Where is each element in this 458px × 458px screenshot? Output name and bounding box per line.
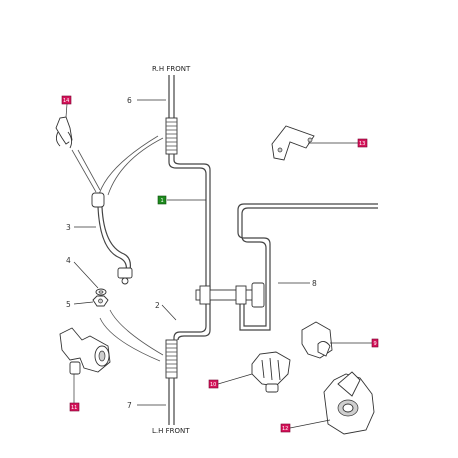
callout-11-badge: 11	[69, 402, 80, 412]
front-hose-lh	[165, 339, 178, 425]
clip-part-14	[55, 116, 101, 193]
callout-10: 10	[210, 382, 216, 388]
callout-13-badge: 13	[357, 138, 368, 148]
bracket-13	[271, 125, 315, 161]
clip-part-12	[323, 371, 375, 435]
grommet-10	[251, 351, 291, 393]
callout-8: 8	[312, 279, 317, 288]
clip-part-11	[59, 327, 111, 375]
brake-pipe-1	[168, 154, 207, 290]
brake-pipe-8	[237, 203, 378, 331]
callout-9-badge: 9	[371, 338, 379, 348]
washer-4	[95, 288, 107, 296]
callout-6: 6	[127, 96, 132, 105]
callout-10-badge: 10	[208, 379, 219, 389]
callout-2: 2	[155, 301, 160, 310]
rh-front-label: R.H FRONT	[152, 65, 191, 73]
callout-5: 5	[66, 300, 71, 309]
callout-11: 11	[71, 405, 77, 411]
callout-1-badge: 1	[157, 195, 167, 205]
callout-9: 9	[374, 341, 377, 347]
callout-13: 13	[359, 141, 365, 147]
pipe-junction-clip	[195, 282, 265, 308]
brake-pipe-2	[173, 300, 207, 340]
nut-5	[92, 295, 109, 307]
callout-3: 3	[66, 223, 71, 232]
callout-14-badge: 14	[61, 95, 72, 105]
callout-4: 4	[66, 256, 71, 265]
callout-14: 14	[63, 98, 69, 104]
grommet-9	[301, 321, 333, 359]
front-hose-rh	[165, 75, 178, 155]
lh-front-label: L.H FRONT	[152, 427, 190, 435]
callout-12-badge: 12	[280, 423, 291, 433]
callout-1: 1	[161, 198, 164, 204]
callout-12: 12	[282, 426, 288, 432]
flex-hose-3	[91, 192, 133, 285]
callout-7: 7	[127, 401, 132, 410]
